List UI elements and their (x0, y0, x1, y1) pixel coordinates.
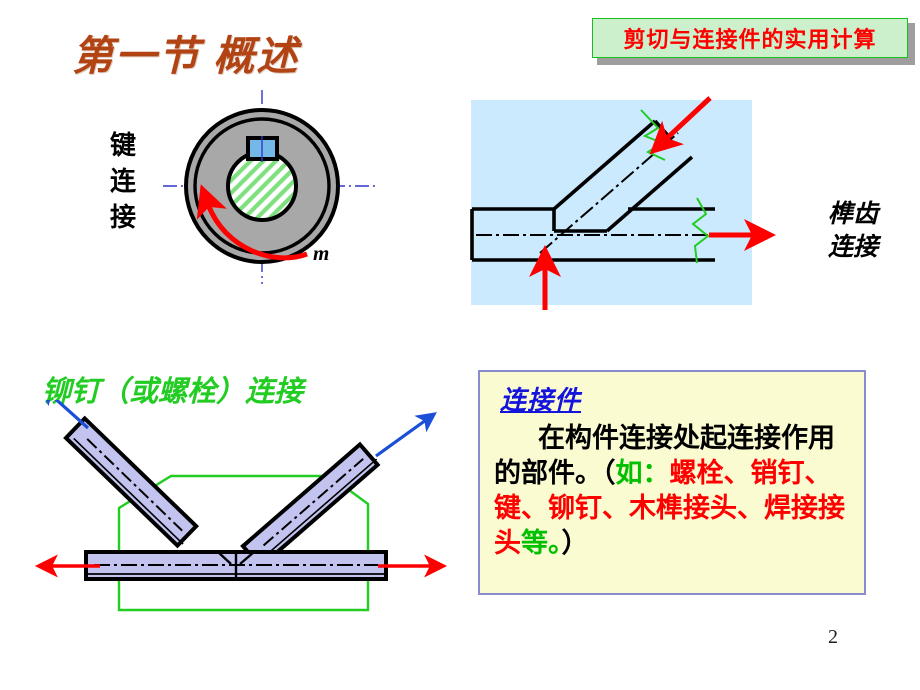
definition-segment-2: 如： (615, 458, 670, 489)
break-line-inclined (640, 109, 666, 161)
definition-segment-5: ） (561, 528, 589, 559)
key-connection-diagram: m (163, 90, 377, 284)
page-title: 第一节 概述 (72, 33, 300, 79)
topic-banner: 剪切与连接件的实用计算 (592, 18, 915, 65)
definition-box: 连接件 在构件连接处起连接作用的部件。（如：螺栓、销钉、键、铆钉、木榫接头、焊接… (478, 370, 866, 595)
tenon-connection-diagram (470, 96, 776, 310)
shaft-circle (226, 150, 298, 222)
key-label-char-1: 键 (109, 131, 136, 160)
rivet-connection-diagram (34, 400, 448, 612)
force-arrow-top-diagonal (649, 96, 712, 155)
green-boundary-outline (117, 474, 370, 612)
joint-node (217, 551, 255, 579)
page-number: 2 (828, 626, 838, 648)
definition-body: 在构件连接处起连接作用的部件。（如：螺栓、销钉、键、铆钉、木榫接头、焊接接头等。… (494, 421, 852, 561)
definition-heading: 连接件 (500, 386, 582, 415)
key-label-char-2: 连 (109, 166, 136, 196)
tenon-label-line-1: 榫齿 (827, 201, 878, 228)
plate-left-diagonal (63, 415, 200, 549)
tenon-connection-label: 榫齿 连接 (798, 198, 908, 264)
banner-label: 剪切与连接件的实用计算 (623, 27, 877, 52)
definition-segment-1: 在构件连接处起连接作用的部件。（ (494, 423, 835, 489)
blue-force-arrows (39, 400, 437, 458)
plate-right-diagonal (240, 441, 381, 570)
break-line-horizontal (691, 197, 710, 264)
horizontal-member (470, 207, 715, 262)
definition-segment-4: 等。 (521, 528, 562, 559)
rivet-connection-caption: 铆钉（或螺栓）连接 (42, 376, 304, 408)
tenon-centerlines (476, 132, 711, 254)
definition-segment-3: 螺栓、销钉、键、铆钉、木榫接头、焊接接头 (494, 458, 845, 559)
torque-arrow (196, 184, 308, 261)
moment-symbol-m: m (313, 241, 329, 265)
tenon-label-line-2: 连接 (827, 234, 878, 261)
blue-arrow-right (375, 412, 437, 458)
centerline-inclined-member (539, 132, 679, 254)
blue-arrow-left (39, 400, 90, 430)
tenon-connection-panel (471, 100, 752, 305)
banner-box: 剪切与连接件的实用计算 (592, 18, 908, 58)
force-arrow-group (528, 96, 776, 310)
key-connection-label: 键 连 接 (100, 128, 146, 236)
key-label-char-3: 接 (109, 202, 136, 232)
